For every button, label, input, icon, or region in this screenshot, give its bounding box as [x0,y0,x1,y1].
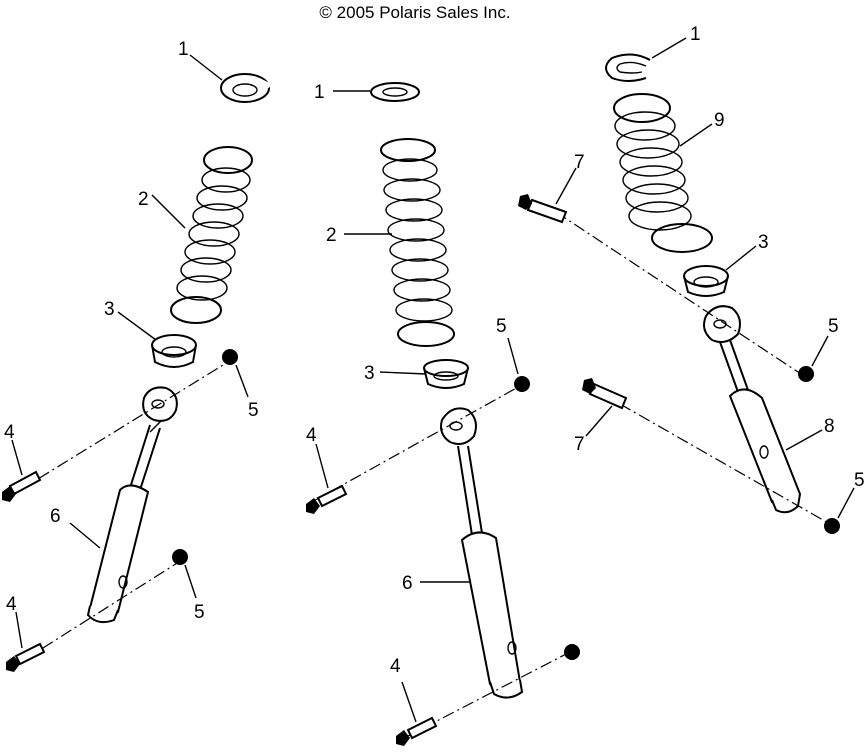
leader-line [679,123,713,147]
callout-label: 6 [402,573,413,594]
left-upper-nut [222,349,238,365]
middle-shock-shaft [457,445,483,536]
right-shock-shaft [719,339,749,393]
callout-label: 3 [758,232,769,253]
callout-label: 6 [50,506,61,527]
right-coil-spring [613,93,713,253]
left-spring-seat [151,334,197,368]
middle-shock-body [460,531,524,699]
axis-line [23,559,183,661]
callout-label: 1 [690,24,701,45]
right-upper-nut [798,366,814,382]
leader-line [725,245,757,271]
leader-line [315,443,329,489]
leader-line [785,429,823,451]
middle-spring-seat [423,359,469,389]
leader-line [401,681,417,723]
left-lower-nut [172,549,188,565]
leader-line [69,522,101,549]
axis-line [619,403,831,525]
middle-coil-spring [380,138,455,347]
callout-label: 2 [138,189,149,210]
axis-line [19,361,229,491]
callout-label: 5 [248,400,259,421]
callout-label: 3 [104,299,115,320]
callout-label: 8 [824,416,835,437]
leader-line [189,54,223,81]
middle-lower-nut [564,644,580,660]
callout-label: 3 [364,363,375,384]
right-upper-bolt [518,194,568,224]
callout-label: 4 [390,656,401,677]
callout-label: 2 [326,225,337,246]
leader-line [15,611,23,649]
middle-upper-bolt [306,484,348,514]
leader-line [379,371,427,375]
callout-label: 4 [6,594,17,615]
copyright-text: © 2005 Polaris Sales Inc. [319,3,510,22]
callout-label: 5 [854,470,865,491]
left-shock-shaft [129,419,163,491]
left-upper-bolt [2,470,42,502]
middle-shock-assembly: 1 2 3 [306,82,580,746]
right-lower-bolt [582,378,628,410]
leader-line [184,564,197,599]
callout-label: 5 [496,316,507,337]
right-retainer-clip [605,53,651,82]
right-shock-assembly: 1 9 3 [518,24,865,534]
left-shock-body [86,484,150,624]
callout-label: 4 [306,425,317,446]
callout-label: 9 [714,110,725,131]
left-retainer-clip [220,73,272,103]
callout-label: 7 [574,152,585,173]
callout-label: 1 [178,39,189,60]
left-lower-bolt [6,642,46,672]
right-spring-seat [683,265,729,297]
middle-upper-nut [514,376,530,392]
leader-line [651,37,687,59]
middle-lower-bolt [396,716,438,746]
leader-line [117,311,157,341]
right-lower-nut [824,518,840,534]
left-coil-spring [170,146,253,324]
callout-label: 7 [574,434,585,455]
axis-line [555,211,805,377]
leader-line [837,487,855,519]
middle-shock-upper-eye [440,407,477,445]
right-shock-body [728,388,802,514]
leader-line [151,194,186,229]
callout-label: 1 [314,82,325,103]
leader-line [585,405,613,437]
leader-line [555,167,577,205]
leader-line [235,364,249,398]
left-shock-assembly: 1 2 3 [2,39,272,672]
middle-retainer-clip [370,82,420,102]
callout-label: 4 [4,422,15,443]
right-shock-upper-eye [703,305,741,343]
callout-label: 5 [828,316,839,337]
leader-line [507,337,519,375]
axis-line [311,385,521,503]
leader-line [11,439,23,476]
leader-line [811,335,829,367]
callout-label: 5 [194,602,205,623]
